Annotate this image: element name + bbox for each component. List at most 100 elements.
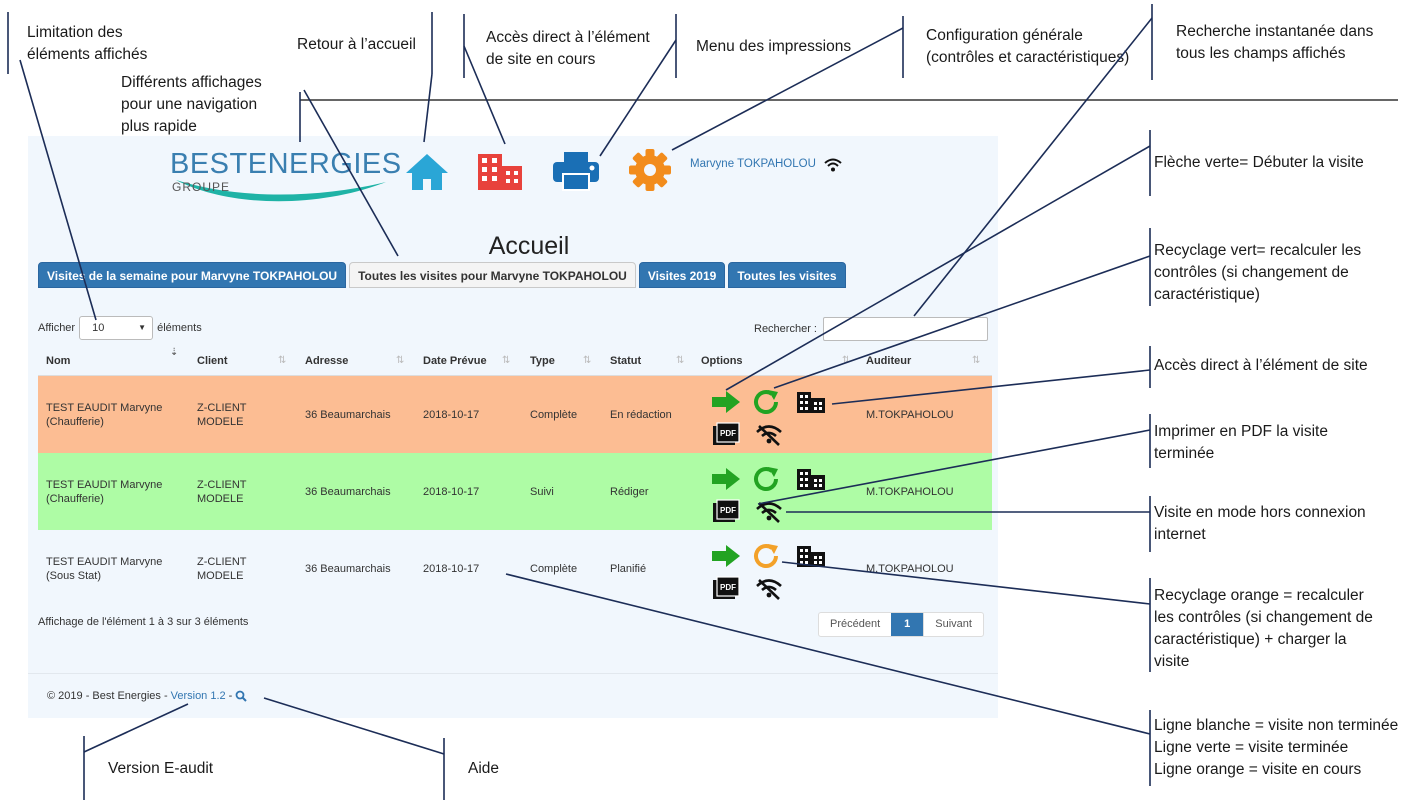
sort-icon[interactable]: ⇅ [972,355,981,366]
cell-adresse: 36 Beaumarchais [305,486,391,498]
footer: © 2019 - Best Energies - Version 1.2 - [47,690,248,702]
svg-text:PDF: PDF [720,506,736,515]
sort-icon[interactable]: ⇅ [676,355,685,366]
recycle-icon[interactable] [752,465,782,498]
search-label: Rechercher : [754,323,817,335]
search-input[interactable] [822,317,988,341]
column-header-options: Options [701,355,743,367]
footer-divider [28,673,998,674]
building-icon[interactable] [796,544,826,573]
footer-dash: - [228,690,233,702]
svg-text:PDF: PDF [720,583,736,592]
length-select[interactable]: 10 ▼ [79,316,154,340]
sort-icon[interactable]: ⇅ [396,355,405,366]
tab-toutes-visites-marvyne[interactable]: Toutes les visites pour Marvyne TOKPAHOL… [349,262,636,288]
tab-visites-semaine[interactable]: Visites de la semaine pour Marvyne TOKPA… [38,262,347,288]
svg-text:PDF: PDF [720,429,736,438]
home-icon[interactable] [402,148,454,192]
best-energies-logo[interactable]: BESTENERGIES GROUPE [170,144,401,208]
recycle-icon[interactable] [752,388,782,421]
length-label-before: Afficher [38,322,76,334]
annotation-version: Version E-audit [108,760,214,777]
start-visit-arrow-icon[interactable] [710,390,742,419]
column-header-type[interactable]: Type [530,355,555,367]
length-value: 10 [92,322,105,334]
annotation-fleche: Flèche verte= Débuter la visite [1154,154,1364,171]
footer-copyright: © 2019 - Best Energies - [47,690,168,702]
callout-line [423,73,433,143]
table-info: Affichage de l'élément 1 à 3 sur 3 éléme… [38,616,249,628]
length-label-after: éléments [157,322,202,334]
column-header-nom[interactable]: Nom [46,355,71,367]
sort-icon[interactable]: ⇅ [278,355,287,366]
wifi-off-icon[interactable] [754,501,784,528]
sort-icon[interactable]: ⇅ [583,355,592,366]
search-control: Rechercher : [754,317,988,341]
chevron-down-icon: ▼ [138,323,147,332]
cell-statut: Rédiger [610,486,649,498]
cell-date: 2018-10-17 [423,563,480,575]
cell-type: Complète [530,409,578,421]
header-divider [38,375,992,376]
column-header-client[interactable]: Client [197,355,228,367]
sort-icon[interactable]: ⇅ [842,355,851,366]
column-header-statut[interactable]: Statut [610,355,642,367]
next-page-button[interactable]: Suivant [923,613,983,636]
pdf-icon[interactable]: PDF [712,499,740,528]
cell-date: 2018-10-17 [423,409,480,421]
annotation-aide: Aide [468,760,500,777]
cell-type: Complète [530,563,578,575]
column-header-adresse[interactable]: Adresse [305,355,349,367]
app-window: BESTENERGIES GROUPE [28,136,998,718]
search-icon[interactable] [235,690,248,702]
start-visit-arrow-icon[interactable] [710,544,742,573]
view-tabs: Visites de la semaine pour Marvyne TOKPA… [38,262,846,288]
cell-adresse: 36 Beaumarchais [305,409,391,421]
tab-toutes-visites[interactable]: Toutes les visites [728,262,846,288]
wifi-icon [824,158,842,172]
cell-auditeur: M.TOKPAHOLOU [866,409,954,421]
length-control: Afficher 10 ▼ éléments [38,316,202,340]
gear-icon[interactable] [626,148,678,192]
page-1-button[interactable]: 1 [891,613,924,636]
printer-icon[interactable] [550,148,602,192]
cell-statut: En rédaction [610,409,672,421]
start-visit-arrow-icon[interactable] [710,467,742,496]
wifi-off-icon[interactable] [754,578,784,605]
column-header-date[interactable]: Date Prévue [423,355,487,367]
cell-nom: TEST EAUDIT Marvyne(Chaufferie) [46,402,163,428]
logo-wordmark: BESTENERGIES [170,148,402,180]
page-title: Accueil [488,232,570,260]
user-name[interactable]: Marvyne TOKPAHOLOU [690,158,816,170]
pdf-icon[interactable]: PDF [712,576,740,605]
pdf-icon[interactable]: PDF [712,422,740,451]
column-header-auditeur[interactable]: Auditeur [866,355,912,367]
building-icon[interactable] [796,390,826,419]
recycle-icon[interactable] [752,542,782,575]
tab-visites-2019[interactable]: Visites 2019 [638,262,726,288]
annotation-acces-element: Accès direct à l’élément de site [1154,357,1368,374]
pagination: Précédent 1 Suivant [818,612,984,637]
prev-page-button[interactable]: Précédent [830,618,881,630]
building-icon[interactable] [474,148,526,192]
cell-adresse: 36 Beaumarchais [305,563,391,575]
building-icon[interactable] [796,467,826,496]
cell-nom: TEST EAUDIT Marvyne(Sous Stat) [46,556,163,582]
cell-auditeur: M.TOKPAHOLOU [866,563,954,575]
wifi-off-icon[interactable] [754,424,784,451]
sort-asc-icon[interactable]: ⇣ [170,347,179,358]
version-link[interactable]: Version 1.2 [170,690,226,702]
sort-icon[interactable]: ⇅ [502,355,511,366]
